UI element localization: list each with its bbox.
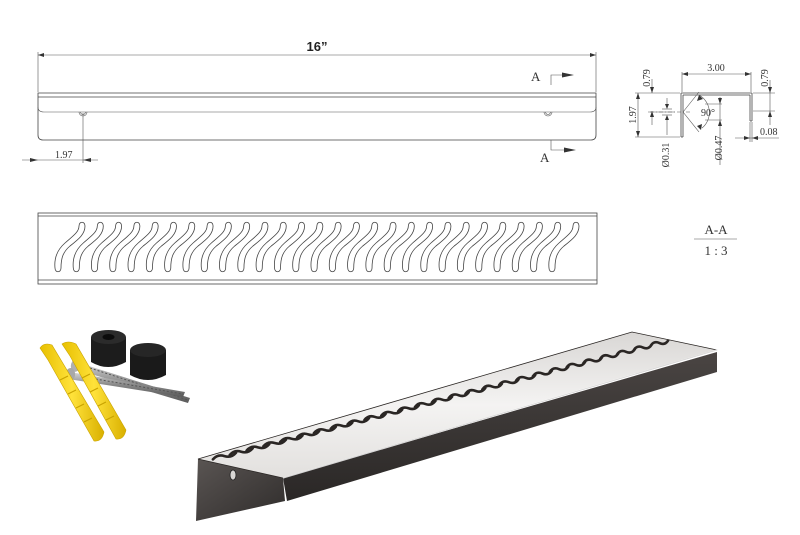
wave-slot bbox=[127, 221, 159, 273]
wave-slot bbox=[365, 221, 397, 273]
wall-anchor-1 bbox=[39, 343, 105, 442]
angle-arc bbox=[698, 94, 710, 129]
wave-slot bbox=[292, 221, 324, 273]
wave-slot bbox=[347, 221, 379, 273]
wave-slot bbox=[91, 221, 122, 273]
section-marker-top: A bbox=[531, 69, 574, 85]
wave-slot-3d bbox=[548, 365, 570, 374]
wave-slot-3d bbox=[582, 356, 603, 365]
rubber-spacer-1 bbox=[91, 330, 126, 367]
top-view bbox=[37, 212, 598, 285]
top-view-outline bbox=[37, 212, 598, 285]
shelf-front-outline bbox=[37, 92, 597, 141]
wave-slot bbox=[530, 221, 562, 273]
section-title-block: A-A 1 : 3 bbox=[694, 222, 737, 258]
rubber-spacer-2 bbox=[130, 343, 166, 380]
wave-slot-3d bbox=[278, 434, 304, 444]
wave-slot-3d bbox=[245, 442, 271, 452]
wave-slot bbox=[511, 221, 543, 273]
wave-slot-3d bbox=[565, 360, 587, 369]
flange-bend-line bbox=[37, 106, 597, 113]
shelf-top-surface bbox=[197, 331, 718, 479]
shelf-front-face bbox=[283, 352, 717, 501]
wave-slot bbox=[383, 221, 415, 273]
section-flange-top-label: 0.79 bbox=[642, 69, 653, 87]
wave-slot bbox=[402, 221, 434, 273]
wave-slot bbox=[219, 221, 251, 273]
wave-slot-3d bbox=[531, 369, 554, 378]
wave-slot bbox=[200, 221, 232, 273]
wave-slot bbox=[109, 221, 141, 273]
overall-length-label: 16” bbox=[307, 39, 328, 54]
wave-slot-3d bbox=[649, 339, 670, 347]
shelf-end-face bbox=[196, 459, 285, 521]
wave-slot bbox=[420, 221, 452, 273]
wave-slot-3d bbox=[329, 421, 354, 431]
shelf-mounting-hole bbox=[229, 469, 237, 481]
wave-slot bbox=[438, 221, 470, 273]
wave-slot-3d bbox=[413, 399, 437, 409]
section-thickness-label: 0.08 bbox=[760, 127, 778, 138]
svg-text:A: A bbox=[540, 150, 550, 165]
wave-slot bbox=[237, 221, 269, 273]
section-title-scale: 1 : 3 bbox=[704, 243, 727, 258]
wave-slot-3d bbox=[615, 347, 637, 356]
mounting-hole-right bbox=[543, 111, 553, 117]
wave-slot-3d bbox=[295, 429, 321, 439]
wave-slot bbox=[328, 221, 360, 273]
wave-slot bbox=[54, 221, 86, 273]
wave-slot bbox=[475, 221, 507, 273]
wave-slot-3d bbox=[228, 447, 254, 457]
front-view: 16” 1.97 A A bbox=[22, 39, 597, 165]
wave-slot bbox=[273, 221, 305, 273]
section-back-wall bbox=[680, 93, 684, 138]
section-hole-diameter-label: Ø0.31 bbox=[661, 143, 672, 168]
section-view-a-a: 3.00 1.97 0.79 Ø0.31 90° Ø0.47 bbox=[628, 63, 779, 167]
section-shelf-top bbox=[681, 92, 752, 96]
countersink-lines bbox=[682, 91, 700, 133]
wave-slot-3d bbox=[396, 404, 421, 413]
shelf-3d-render bbox=[196, 331, 718, 521]
wave-slot-3d bbox=[598, 352, 620, 360]
wave-slot bbox=[310, 221, 342, 273]
wave-slot-3d bbox=[363, 412, 387, 422]
wall-anchor-2 bbox=[61, 341, 127, 440]
section-front-lip bbox=[749, 93, 753, 122]
section-marker-bottom: A bbox=[540, 140, 576, 165]
wave-slot bbox=[255, 221, 287, 273]
wave-slot bbox=[548, 221, 580, 273]
wave-slot-3d bbox=[632, 343, 653, 352]
section-countersink-diameter-label: Ø0.47 bbox=[714, 136, 725, 161]
wave-slot bbox=[493, 221, 525, 273]
section-angle-label: 90° bbox=[701, 108, 715, 119]
hole-offset-label: 1.97 bbox=[55, 150, 73, 161]
wave-slot bbox=[145, 221, 177, 273]
wave-slot bbox=[164, 221, 196, 273]
shelf-wave-slots bbox=[211, 339, 670, 461]
section-height-label: 1.97 bbox=[628, 106, 639, 124]
svg-text:A: A bbox=[531, 69, 541, 84]
wave-slot-3d bbox=[211, 451, 238, 461]
wave-slot bbox=[456, 221, 488, 273]
section-title-name: A-A bbox=[704, 222, 728, 237]
wave-slot bbox=[182, 221, 214, 273]
wave-slot-3d bbox=[262, 438, 288, 448]
wave-slot-3d bbox=[430, 395, 454, 404]
section-width-label: 3.00 bbox=[707, 63, 725, 74]
mounting-hardware bbox=[39, 330, 190, 442]
wave-slot-3d bbox=[380, 408, 404, 417]
wave-slot-3d bbox=[346, 416, 371, 426]
wave-slot-3d bbox=[312, 425, 338, 435]
wave-slot bbox=[72, 221, 104, 273]
section-flange-right-label: 0.79 bbox=[760, 69, 771, 87]
wave-slot-row bbox=[54, 221, 580, 273]
